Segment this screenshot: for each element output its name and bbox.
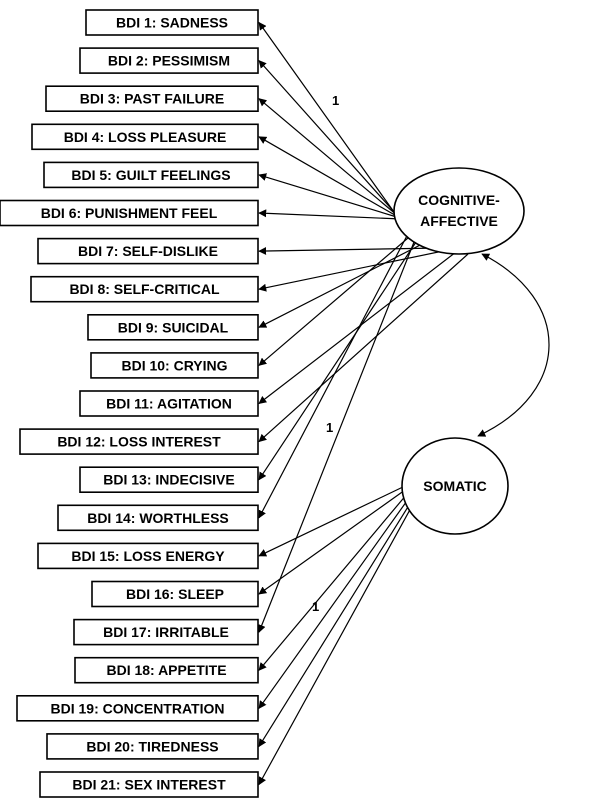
indicator-rect (16, 694, 259, 722)
indicator-box: BDI 10: CRYING (90, 352, 259, 379)
loading-arrow (258, 251, 457, 404)
indicator-box: BDI 3: PAST FAILURE (45, 85, 259, 112)
indicator-box: BDI 6: PUNISHMENT FEEL (0, 199, 259, 227)
indicator-label: BDI 5: GUILT FEELINGS (71, 167, 230, 183)
loading-arrow (258, 485, 406, 557)
indicator-rect (37, 542, 259, 570)
indicator-label: BDI 6: PUNISHMENT FEEL (41, 205, 218, 221)
indicator-rect (57, 504, 259, 532)
indicator-box: BDI 5: GUILT FEELINGS (43, 161, 259, 189)
indicator-label: BDI 21: SEX INTEREST (72, 777, 226, 793)
indicator-rect (43, 161, 259, 189)
loading-arrow (258, 60, 397, 215)
factor-somatic: SOMATIC (401, 437, 509, 535)
factor-ellipse (401, 437, 509, 535)
indicator-label: BDI 1: SADNESS (116, 15, 228, 31)
indicator-label: BDI 4: LOSS PLEASURE (64, 129, 227, 145)
indicator-label: BDI 18: APPETITE (106, 662, 226, 678)
indicator-label: BDI 12: LOSS INTEREST (57, 434, 221, 450)
loading-arrow (258, 239, 431, 328)
indicator-label: BDI 15: LOSS ENERGY (71, 548, 225, 564)
indicator-rect (85, 9, 259, 36)
indicator-boxes: BDI 1: SADNESS BDI 2: PESSIMISM BDI 3: PAS… (0, 9, 259, 798)
indicator-box: BDI 8: SELF-CRITICAL (30, 275, 259, 303)
loading-coefficient: 1 (332, 93, 339, 108)
indicator-box: BDI 2: PESSIMISM (79, 47, 259, 74)
indicator-label: BDI 9: SUICIDAL (118, 319, 229, 335)
indicator-box: BDI 9: SUICIDAL (87, 313, 259, 341)
indicator-label: BDI 3: PAST FAILURE (80, 91, 224, 107)
indicator-rect (87, 313, 259, 341)
loading-arrow (258, 253, 469, 443)
indicator-label: BDI 17: IRRITABLE (103, 624, 229, 640)
indicator-box: BDI 19: CONCENTRATION (16, 694, 259, 722)
indicator-rect (45, 85, 259, 112)
loading-arrow (258, 246, 441, 255)
indicator-rect (79, 390, 259, 417)
indicator-label: BDI 19: CONCENTRATION (51, 700, 225, 716)
factor-label-line1: COGNITIVE- (418, 192, 500, 208)
indicator-box: BDI 17: IRRITABLE (73, 618, 259, 646)
indicator-box: BDI 13: INDECISIVE (79, 466, 259, 494)
loading-arrow (258, 136, 401, 219)
factor-label-line2: AFFECTIVE (420, 213, 498, 229)
loading-arrow (258, 173, 401, 219)
indicator-label: BDI 11: AGITATION (106, 396, 232, 412)
indicator-box: BDI 12: LOSS INTEREST (19, 428, 259, 455)
indicator-label: BDI 20: TIREDNESS (86, 738, 218, 754)
indicator-box: BDI 1: SADNESS (85, 9, 259, 36)
loading-arrow (258, 497, 410, 709)
indicator-rect (31, 123, 259, 151)
loading-arrow (258, 249, 449, 292)
indicator-label: BDI 13: INDECISIVE (103, 472, 234, 488)
indicator-box: BDI 16: SLEEP (91, 580, 259, 608)
indicator-rect (74, 656, 259, 684)
indicator-rect (0, 199, 259, 227)
factor-covariance-arrow (477, 253, 550, 437)
indicator-rect (91, 580, 259, 608)
indicator-rect (73, 618, 259, 646)
factor-label: SOMATIC (423, 478, 487, 494)
indicator-box: BDI 14: WORTHLESS (57, 504, 259, 532)
indicator-rect (79, 466, 259, 494)
loading-arrow (258, 98, 399, 217)
loading-arrow (257, 231, 419, 633)
indicator-label: BDI 10: CRYING (121, 357, 227, 373)
loading-arrow (258, 209, 402, 220)
loading-paths (257, 21, 469, 786)
loading-arrow (258, 21, 395, 213)
factor-cognitive-affective: COGNITIVE- AFFECTIVE (393, 167, 525, 255)
indicator-label: BDI 2: PESSIMISM (108, 53, 230, 69)
loading-coefficient: 1 (312, 599, 319, 614)
indicator-box: BDI 21: SEX INTEREST (39, 771, 259, 798)
indicator-box: BDI 11: AGITATION (79, 390, 259, 417)
indicator-label: BDI 7: SELF-DISLIKE (78, 243, 218, 259)
loading-coefficient: 1 (326, 420, 333, 435)
indicator-box: BDI 18: APPETITE (74, 656, 259, 684)
loading-arrow (258, 501, 412, 748)
indicator-rect (46, 733, 259, 760)
loading-arrow (258, 493, 408, 671)
indicator-label: BDI 14: WORTHLESS (87, 510, 229, 526)
indicator-rect (37, 237, 259, 265)
loading-arrow (258, 235, 421, 481)
loading-arrow (258, 505, 413, 786)
indicator-box: BDI 4: LOSS PLEASURE (31, 123, 259, 151)
loading-arrow (258, 489, 406, 595)
indicator-box: BDI 15: LOSS ENERGY (37, 542, 259, 570)
indicator-label: BDI 16: SLEEP (126, 586, 224, 602)
indicator-rect (79, 47, 259, 74)
indicator-rect (19, 428, 259, 455)
loading-arrow (258, 231, 416, 366)
factor-ellipse (393, 167, 525, 255)
loading-arrow (258, 229, 411, 519)
indicator-rect (30, 275, 259, 303)
indicator-rect (90, 352, 259, 379)
indicator-label: BDI 8: SELF-CRITICAL (69, 281, 220, 297)
indicator-rect (39, 771, 259, 798)
indicator-box: BDI 7: SELF-DISLIKE (37, 237, 259, 265)
indicator-box: BDI 20: TIREDNESS (46, 733, 259, 760)
